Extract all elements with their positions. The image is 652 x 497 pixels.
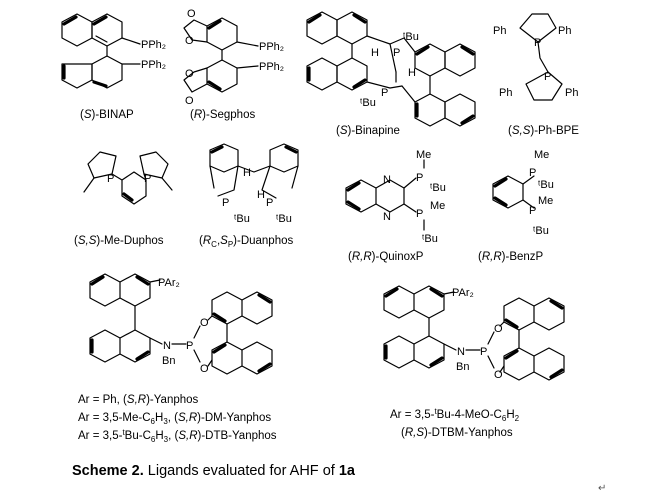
quinoxp-tbu-lower: ᵗBu [422, 233, 438, 245]
duanphos-tbu-left: ᵗBu [234, 213, 250, 225]
benzp-p-upper: P [529, 167, 536, 179]
segphos-o4: O [185, 95, 194, 107]
phbpe-label: (S,S)-Ph-BPE [508, 125, 579, 137]
dtbm-line-2: (R,S)-DTBM-Yanphos [401, 427, 513, 439]
yanphos-line-2: Ar = 3,5-Me-C6H3, (S,R)-DM-Yanphos [78, 412, 271, 426]
binapine-tbu-upper: ᵗBu [403, 31, 419, 43]
binapine-p-lower: P [381, 87, 388, 99]
yanphos-structure [89, 273, 273, 375]
quinoxp-p-upper: P [416, 172, 423, 184]
segphos-pph2-lower: PPh₂ [259, 61, 284, 73]
segphos-pph2-upper: PPh₂ [259, 41, 284, 53]
duanphos-tbu-right: ᵗBu [276, 213, 292, 225]
phbpe-ph-3: Ph [499, 87, 512, 99]
quinoxp-label: (R,R)-QuinoxP [348, 251, 424, 263]
yanphos-line-1: Ar = Ph, (S,R)-Yanphos [78, 394, 199, 406]
meduphos-p-right: P [144, 173, 151, 185]
duanphos-h-2: H [257, 189, 265, 201]
scheme-caption: Scheme 2. Ligands evaluated for AHF of 1… [72, 463, 355, 479]
yanphos-n: N [163, 340, 171, 352]
segphos-o2: O [185, 35, 194, 47]
dtbm-par2: PAr₂ [452, 287, 474, 299]
phbpe-ph-4: Ph [565, 87, 578, 99]
phbpe-ph-1: Ph [493, 25, 506, 37]
yanphos-o-lower: O [200, 363, 209, 375]
binapine-p-upper: P [393, 47, 400, 59]
benzp-tbu-lower: ᵗBu [533, 225, 549, 237]
binap-label: (S)-BINAP [80, 109, 134, 121]
benzp-p-lower: P [529, 205, 536, 217]
duanphos-h-1: H [243, 167, 251, 179]
benzp-me-lower: Me [538, 195, 553, 207]
dtbm-n: N [457, 346, 465, 358]
meduphos-p-left: P [107, 173, 114, 185]
yanphos-bn: Bn [162, 355, 175, 367]
phbpe-ph-2: Ph [558, 25, 571, 37]
phbpe-p-lower: P [544, 71, 551, 83]
quinoxp-n-upper: N [383, 174, 391, 186]
dtbm-o-lower: O [494, 369, 503, 381]
duanphos-label: (RC,SP)-Duanphos [199, 235, 293, 249]
segphos-o3: O [185, 68, 194, 80]
segphos-label: (R)-Segphos [190, 109, 255, 121]
binapine-h-lower: H [408, 67, 416, 79]
meduphos-structure [83, 151, 173, 205]
phbpe-p-upper: P [534, 37, 541, 49]
binap-pph2-upper: PPh₂ [141, 39, 166, 51]
benzp-label: (R,R)-BenzP [478, 251, 544, 263]
yanphos-par2: PAr₂ [158, 277, 180, 289]
quinoxp-me-upper: Me [416, 149, 431, 161]
quinoxp-structure [345, 159, 425, 231]
yanphos-line-3: Ar = 3,5-tBu-C6H3, (S,R)-DTB-Yanphos [78, 428, 277, 444]
caption-compound: 1a [338, 463, 355, 479]
binapine-label: (S)-Binapine [336, 125, 400, 137]
duanphos-p-left: P [222, 197, 229, 209]
dtbm-p: P [480, 346, 487, 358]
meduphos-label: (S,S)-Me-Duphos [74, 235, 164, 247]
dtbm-structure [383, 285, 565, 381]
dtbm-bn: Bn [456, 361, 469, 373]
quinoxp-tbu-upper: ᵗBu [430, 182, 446, 194]
yanphos-p: P [186, 340, 193, 352]
caption-text: Ligands evaluated for AHF of [143, 463, 339, 479]
segphos-o1: O [187, 8, 196, 20]
binap-structure [61, 13, 141, 89]
binapine-h-upper: H [371, 47, 379, 59]
quinoxp-n-lower: N [383, 211, 391, 223]
benzp-me-upper: Me [534, 149, 549, 161]
return-mark-icon: ↵ [598, 483, 607, 494]
segphos-structure [183, 17, 259, 93]
benzp-structure [492, 175, 535, 209]
binapine-tbu-lower: ᵗBu [360, 97, 376, 109]
quinoxp-p-lower: P [416, 208, 423, 220]
quinoxp-me-lower: Me [430, 200, 445, 212]
duanphos-p-right: P [266, 197, 273, 209]
duanphos-structure [209, 143, 299, 199]
dtbm-line-1: Ar = 3,5-tBu-4-MeO-C6H2 [390, 407, 520, 423]
phbpe-structure [519, 13, 563, 101]
caption-prefix: Scheme 2. [72, 463, 144, 479]
benzp-tbu-upper: ᵗBu [538, 179, 554, 191]
dtbm-o-upper: O [494, 323, 503, 335]
binapine-structure [306, 11, 476, 127]
binap-pph2-lower: PPh₂ [141, 59, 166, 71]
yanphos-o-upper: O [200, 317, 209, 329]
